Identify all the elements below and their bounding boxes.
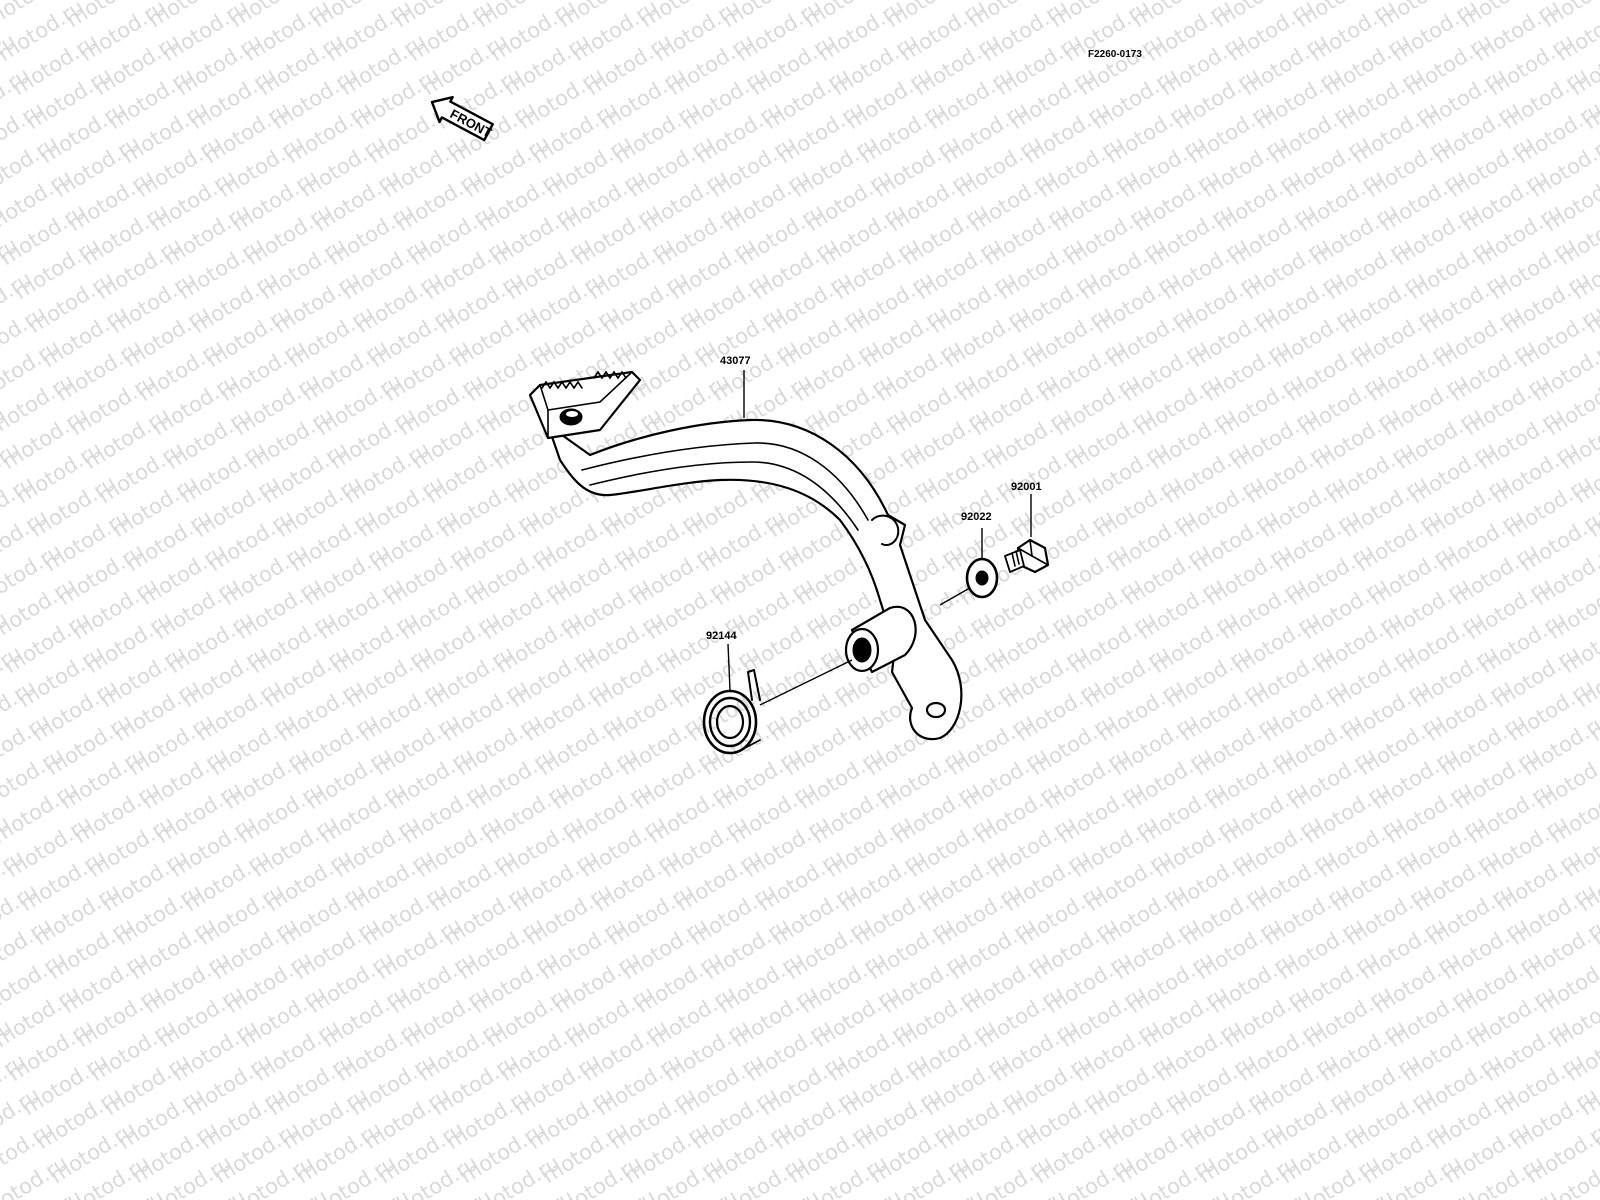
bolt-icon	[1004, 538, 1050, 574]
spring-icon	[702, 669, 761, 755]
figure-code: F2260-0173	[1088, 49, 1142, 60]
brake-pedal-icon	[528, 370, 963, 741]
part-label-92022: 92022	[961, 511, 992, 523]
part-label-43077: 43077	[720, 355, 751, 367]
leader-lines	[727, 370, 1032, 691]
washer-icon	[965, 557, 999, 599]
front-arrow-icon: FRONT	[430, 95, 494, 142]
part-label-92144: 92144	[706, 630, 737, 642]
axis-line-spring	[759, 659, 853, 706]
part-label-92001: 92001	[1011, 481, 1042, 493]
